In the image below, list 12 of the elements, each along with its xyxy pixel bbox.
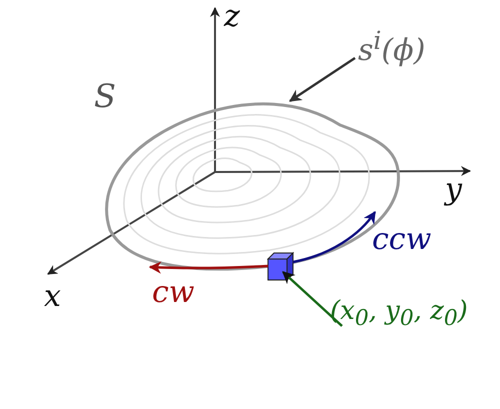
arrow	[288, 56, 356, 102]
axis-label: z	[224, 2, 240, 32]
edge-label: cw	[152, 278, 194, 308]
edge-label: ccw	[372, 225, 432, 255]
sensor-cube	[266, 252, 294, 282]
axis-label: y	[445, 175, 462, 205]
axis-label: x	[44, 282, 61, 312]
arrow	[282, 271, 343, 327]
arrow	[148, 261, 268, 274]
math-label: s$^{i}$(ϕ)	[358, 28, 426, 66]
surface-label: S	[94, 80, 116, 112]
arrow	[292, 210, 376, 264]
